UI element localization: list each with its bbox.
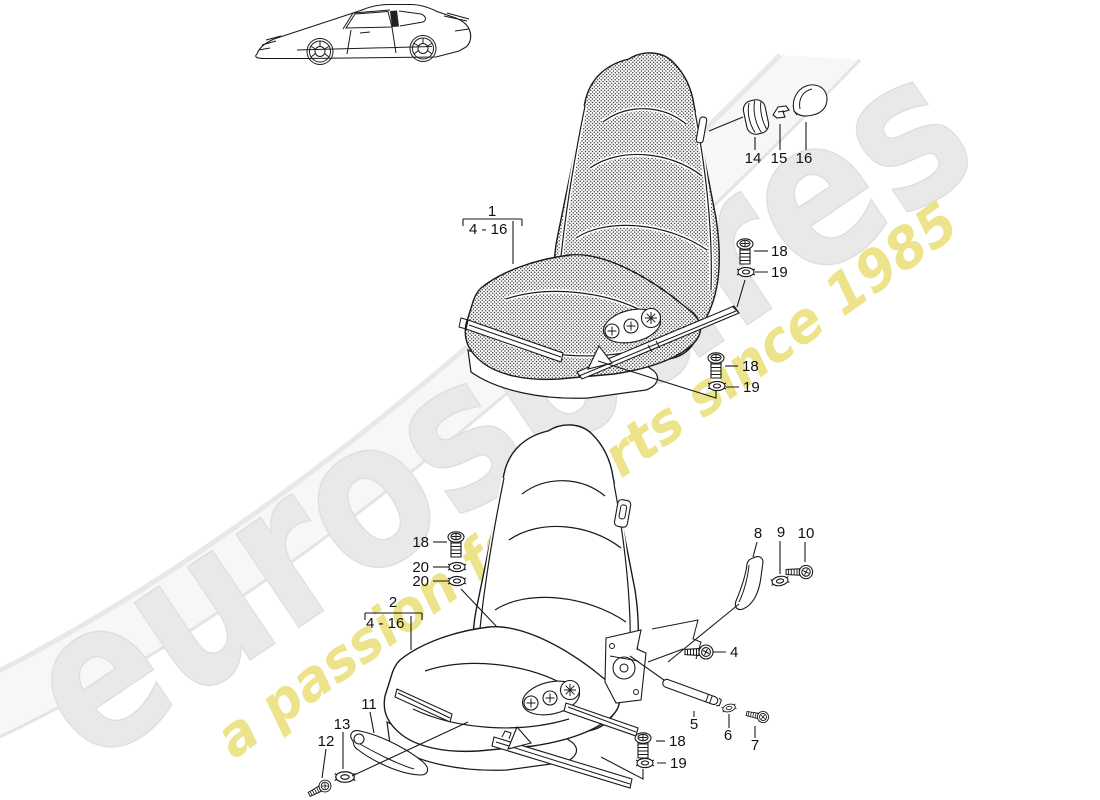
- leader-13: [342, 721, 469, 777]
- seat-assembly-top: [458, 53, 740, 398]
- seat-top-long-rail: [576, 305, 740, 380]
- washer-19-top-right: [736, 266, 756, 278]
- cover-part-16: [792, 84, 828, 117]
- clip-part-15: [772, 105, 790, 119]
- callout-8: 8: [754, 525, 762, 542]
- washer-19-bottom-right: [635, 757, 655, 769]
- callout-14: 14: [745, 150, 762, 167]
- leader-14: [708, 116, 756, 150]
- washer-19-top-lower: [707, 380, 727, 392]
- seat-assembly-bottom: [384, 425, 702, 789]
- callout-19-top-lower: 19: [743, 379, 760, 396]
- callout-20-b: 20: [412, 573, 429, 590]
- callout-15: 15: [771, 150, 788, 167]
- seat-bottom-recliner: [604, 629, 647, 704]
- leader-5: [629, 655, 695, 717]
- leader-19-top-lower: [597, 360, 739, 399]
- car-front-wheel: [306, 38, 334, 65]
- leader-4: [647, 648, 726, 663]
- callout-18-top-lower: 18: [742, 358, 759, 375]
- callout-20-a: 20: [412, 559, 429, 576]
- screw-part-7: [744, 707, 771, 725]
- leader-19-bottom-right: [600, 756, 666, 780]
- washer-part-9: [769, 574, 791, 588]
- callout-19-top-right: 19: [771, 264, 788, 281]
- callout-6: 6: [724, 727, 732, 744]
- seat-top-belt-slot: [695, 116, 708, 144]
- callout-group2-number: 2: [389, 594, 397, 611]
- callout-18-bottom-left: 18: [412, 534, 429, 551]
- callout-group1-range: 4 - 16: [469, 221, 507, 238]
- callout-13: 13: [334, 716, 351, 733]
- screw-18-bottom-right: [634, 732, 652, 759]
- washer-part-6: [720, 702, 738, 714]
- callout-10: 10: [798, 525, 815, 542]
- callout-5: 5: [690, 716, 698, 733]
- callout-7: 7: [751, 737, 759, 754]
- seat-bottom-pointer-flag: [507, 725, 532, 750]
- washer-20-a: [447, 561, 467, 573]
- car-silhouette: [255, 3, 472, 65]
- rod-part-5: [662, 678, 722, 707]
- callout-18-bottom-right: 18: [669, 733, 686, 750]
- leader-12: [321, 748, 327, 779]
- seat-bottom-rail-main: [491, 730, 633, 789]
- callout-11: 11: [361, 696, 377, 713]
- callout-18-top-right: 18: [771, 243, 788, 260]
- leader-lines: [321, 116, 807, 780]
- callout-labels: 1 4 - 16 2 4 - 16 14 15 16 18 19 18 19 1…: [318, 150, 815, 772]
- washer-20-b: [447, 575, 467, 587]
- group2-bracket: [364, 612, 423, 650]
- screw-part-10: [785, 564, 814, 580]
- callout-19-bottom-right: 19: [670, 755, 687, 772]
- cover-part-8: [734, 556, 764, 611]
- callout-16: 16: [796, 150, 813, 167]
- callout-4: 4: [730, 644, 738, 661]
- seat-bottom-belt-guide: [613, 499, 632, 528]
- leader-8: [667, 541, 758, 663]
- callout-group1-number: 1: [488, 203, 496, 220]
- callout-group2-range: 4 - 16: [366, 615, 404, 632]
- leader-20-b: [433, 580, 498, 628]
- group1-bracket: [462, 218, 523, 264]
- leader-19-top-right: [736, 271, 768, 308]
- seat-top-front-rail: [458, 317, 564, 363]
- callout-9: 9: [777, 524, 785, 541]
- mount-bracket-outline: [651, 619, 702, 660]
- seat-bottom-rail-left: [394, 688, 453, 723]
- car-rear-wheel: [409, 35, 437, 62]
- callout-12: 12: [318, 733, 335, 750]
- leader-11: [369, 711, 375, 734]
- washer-part-13: [334, 771, 356, 783]
- screw-part-12: [305, 777, 334, 800]
